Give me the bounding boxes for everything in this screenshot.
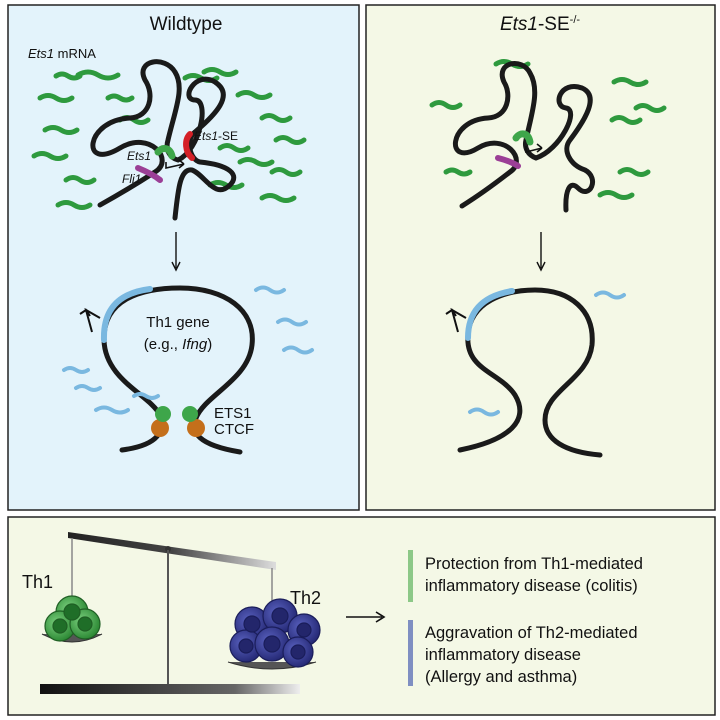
super-enhancer-label-suffix: -SE bbox=[218, 129, 238, 143]
knockout-title-superscript: -/- bbox=[570, 14, 581, 26]
ctcf-protein bbox=[151, 419, 169, 437]
ets1-gene-label: Ets1 bbox=[127, 149, 151, 163]
balance-pivot bbox=[165, 546, 171, 552]
super-enhancer-segment bbox=[183, 131, 195, 161]
ets1-protein bbox=[182, 406, 198, 422]
knockout-transcription-arrow bbox=[525, 146, 543, 154]
outcome-arrowhead bbox=[375, 611, 386, 623]
outcome-panel bbox=[7, 516, 716, 716]
th1-gene-example-name: Ifng bbox=[182, 336, 208, 353]
ets1-promoter-segment bbox=[154, 145, 176, 160]
protection-indicator-bar bbox=[408, 550, 413, 602]
ets1-transcription-arrow bbox=[165, 162, 185, 169]
ets1-protein bbox=[155, 406, 171, 422]
protection-outcome-line1: Protection from Th1-mediated bbox=[425, 555, 643, 573]
th1-gene-label: Th1 gene bbox=[146, 314, 209, 331]
th1-transcription-arrowhead bbox=[79, 308, 91, 317]
fli1-segment bbox=[135, 165, 163, 183]
ets1-mrna-label-gene: Ets1 bbox=[28, 46, 54, 61]
ets1-mrna-label: Ets1 mRNA bbox=[28, 46, 96, 61]
knockout-th1-transcription-arrowhead bbox=[445, 308, 457, 317]
knockout-title-suffix: -SE bbox=[538, 14, 570, 35]
th1-cells bbox=[44, 595, 101, 642]
ctcf-protein-label: CTCF bbox=[214, 421, 254, 438]
knockout-mrna-transcripts bbox=[429, 59, 667, 200]
th1-label: Th1 bbox=[22, 572, 53, 592]
knockout-transcription-arrowhead bbox=[536, 143, 543, 153]
aggravation-indicator-bar bbox=[408, 620, 413, 686]
knockout-th1-loop bbox=[457, 287, 603, 458]
knockout-chromatin bbox=[453, 61, 596, 213]
th1-gene-example-prefix: (e.g., bbox=[144, 336, 182, 353]
knockout-title: Ets1-SE-/- bbox=[500, 14, 580, 35]
th1-gene-example: (e.g., Ifng) bbox=[144, 336, 212, 353]
wildtype-panel bbox=[7, 4, 360, 511]
th2-cells bbox=[229, 598, 321, 668]
ets1-mrna-label-text: mRNA bbox=[54, 46, 96, 61]
wildtype-title: Wildtype bbox=[150, 14, 223, 35]
knockout-th1-mrna-transcripts bbox=[468, 290, 626, 417]
ets1-protein-label: ETS1 bbox=[214, 405, 252, 422]
aggravation-outcome-line3: (Allergy and asthma) bbox=[425, 668, 577, 686]
protection-outcome-line2: inflammatory disease (colitis) bbox=[425, 577, 638, 595]
aggravation-outcome-line2: inflammatory disease bbox=[425, 646, 581, 664]
fli1-gene-label: Fli1 bbox=[122, 172, 141, 186]
super-enhancer-label-gene: Ets1 bbox=[194, 129, 218, 143]
knockout-down-arrowhead bbox=[536, 261, 546, 272]
th1-gene-example-suffix: ) bbox=[207, 336, 212, 353]
super-enhancer-label: Ets1-SE bbox=[194, 129, 238, 143]
knockout-ets1-promoter-segment bbox=[512, 130, 534, 146]
balance-beam bbox=[68, 532, 276, 570]
ets1-transcription-arrowhead bbox=[178, 159, 185, 169]
wildtype-down-arrowhead bbox=[171, 261, 181, 272]
th2-label: Th2 bbox=[290, 588, 321, 608]
balance-base bbox=[40, 684, 300, 694]
th1-mrna-transcripts bbox=[62, 285, 314, 415]
knockout-title-gene: Ets1 bbox=[500, 14, 538, 35]
ctcf-protein bbox=[187, 419, 205, 437]
aggravation-outcome-line1: Aggravation of Th2-mediated bbox=[425, 624, 638, 642]
knockout-fli1-segment bbox=[495, 155, 521, 169]
